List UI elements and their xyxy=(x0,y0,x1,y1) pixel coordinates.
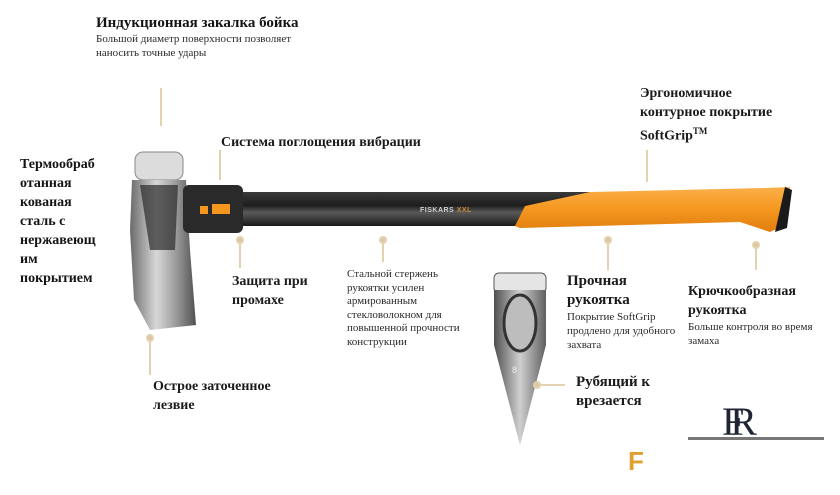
callout-line: Термообраб xyxy=(20,157,95,172)
callout-line: кованая xyxy=(20,195,72,210)
callout-steel: Термообраб отанная кованая сталь с нержа… xyxy=(20,155,120,288)
callout-core: Стальной стержень рукоятки усилен армиро… xyxy=(347,268,477,349)
handle-brand: FISKARS XXL xyxy=(420,207,472,214)
callout-line: лезвие xyxy=(153,398,195,413)
callout-line: врезается xyxy=(576,393,642,409)
callout-line: рукоятки усилен xyxy=(347,281,425,294)
callout-line: контурное покрытие xyxy=(640,105,773,120)
callout-line: Рубящий к xyxy=(576,374,651,390)
leader-line xyxy=(646,150,648,182)
callout-line: Эргономичное xyxy=(640,86,732,101)
callout-line: замаха xyxy=(688,335,720,347)
callout-line: захвата xyxy=(567,339,602,351)
callout-line: Стальной стержень xyxy=(347,268,438,280)
callout-line: Больше контроля во время xyxy=(688,321,813,333)
callout-durable-handle: Прочная рукоятка Покрытие SoftGrip продл… xyxy=(567,272,682,352)
callout-hook-handle: Крючкообразная рукоятка Больше контроля … xyxy=(688,282,813,348)
callout-line: нержавеющ xyxy=(20,233,96,248)
brand-label: FISKARS xyxy=(420,207,455,214)
callout-line: Крючкообразная xyxy=(688,284,796,299)
callout-line: Защита при xyxy=(232,274,308,289)
model-label: XXL xyxy=(456,207,472,214)
callout-line: армированным xyxy=(347,295,418,307)
leader-line xyxy=(160,88,162,126)
callout-overstrike: Защита при промахе xyxy=(232,272,308,310)
callout-line: им xyxy=(20,252,38,267)
footer-brand-logo: F xyxy=(628,446,644,476)
callout-line: сталь с xyxy=(20,214,66,229)
callout-line: рукоятка xyxy=(567,292,630,308)
watermark-logo: FR xyxy=(722,399,757,444)
callout-vibration: Система поглощения вибрации xyxy=(221,135,421,150)
callout-line: стекловолокном для xyxy=(347,308,442,321)
callout-wedge: Рубящий к врезается xyxy=(576,373,656,411)
callout-softgrip: Эргономичное контурное покрытие SoftGrip… xyxy=(640,84,772,146)
callout-head-hardening: Индукционная закалка бойка Большой диаме… xyxy=(96,14,356,60)
callout-description: Большой диаметр поверхности позволяет на… xyxy=(96,33,292,59)
head-number: 8 xyxy=(512,365,518,375)
callout-line: повышенной прочности xyxy=(347,322,460,334)
callout-title: Индукционная закалка бойка xyxy=(96,15,299,31)
callout-line: Покрытие SoftGrip xyxy=(567,311,656,323)
callout-line: покрытием xyxy=(20,271,93,286)
callout-line: конструкции xyxy=(347,335,407,348)
callout-blade: Острое заточенное лезвие xyxy=(153,377,271,415)
callout-line: SoftGrip xyxy=(640,128,693,144)
callout-line: продлено для удобного xyxy=(567,325,676,337)
callout-line: Острое заточенное xyxy=(153,379,271,394)
trademark: TM xyxy=(692,126,708,136)
callout-line: рукоятка xyxy=(688,303,747,318)
callout-line: Прочная xyxy=(567,273,627,289)
callout-line: промахе xyxy=(232,293,284,308)
leader-line xyxy=(219,150,221,180)
callout-line: отанная xyxy=(20,176,72,191)
